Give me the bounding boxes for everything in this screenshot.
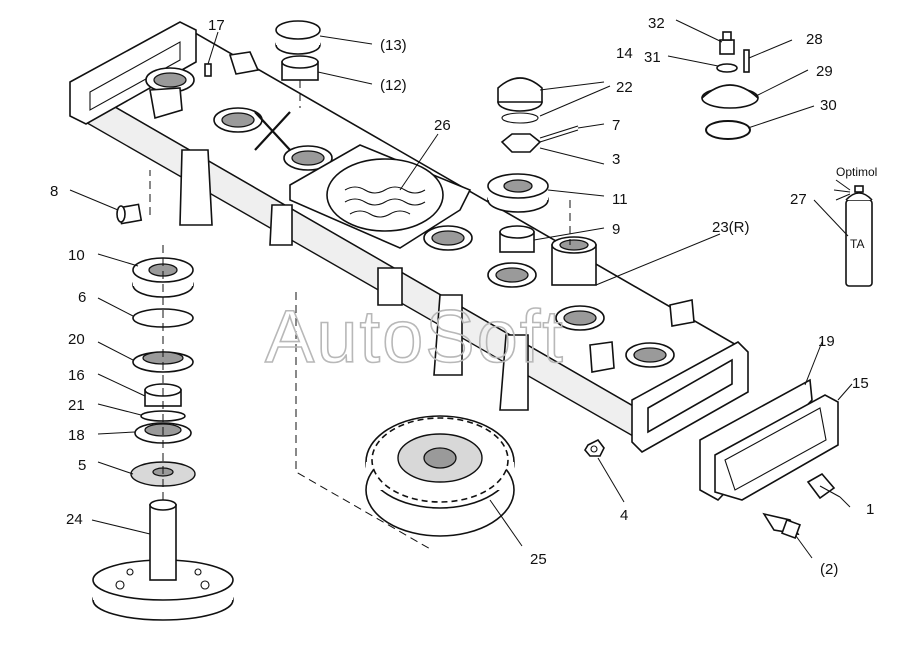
- washer-31: [716, 63, 738, 73]
- bushing-8: [116, 203, 143, 225]
- bolt-1: [806, 472, 841, 500]
- cover-plate-15: [699, 378, 839, 502]
- spray-can-27: [833, 179, 873, 287]
- label-10: 10: [68, 247, 85, 264]
- label-3: 3: [612, 151, 620, 168]
- bearing-11: [487, 173, 549, 213]
- shaft-24: [92, 499, 234, 621]
- label-11: 11: [612, 191, 628, 208]
- label-9: 9: [612, 221, 620, 238]
- label-31: 31: [644, 49, 661, 66]
- label-32: 32: [648, 15, 665, 32]
- castle-nut-3: [500, 133, 542, 153]
- watermark: AutoSoft: [265, 295, 565, 378]
- label-13: (13): [380, 37, 407, 54]
- gear-25: [365, 415, 515, 537]
- cap-14: [497, 77, 543, 112]
- label-14: 14: [616, 45, 633, 62]
- label-24: 24: [66, 511, 83, 528]
- plug-29: [701, 84, 759, 109]
- label-25: 25: [530, 551, 547, 568]
- label-19: 19: [818, 333, 835, 350]
- label-7: 7: [612, 117, 620, 134]
- label-22: 22: [616, 79, 633, 96]
- label-5: 5: [78, 457, 86, 474]
- label-2: (2): [820, 561, 838, 578]
- label-1: 1: [866, 501, 874, 518]
- label-16: 16: [68, 367, 85, 384]
- spray-can-text: TA: [850, 237, 864, 251]
- bushing-9: [499, 225, 535, 253]
- label-20: 20: [68, 331, 85, 348]
- label-4: 4: [620, 507, 628, 524]
- sleeve-12: [281, 55, 319, 81]
- label-12: (12): [380, 77, 407, 94]
- pin-28: [743, 49, 750, 73]
- sleeve-23: [551, 236, 597, 286]
- o-ring-30: [705, 120, 751, 140]
- assembly-line-a: [295, 292, 433, 551]
- bolt-2: [762, 512, 801, 539]
- label-21: 21: [68, 397, 85, 414]
- cap-13: [275, 20, 321, 55]
- cotter-pin-7: [539, 125, 579, 143]
- label-18: 18: [68, 427, 85, 444]
- label-15: 15: [852, 375, 869, 392]
- spray-brand-label: Optimol: [836, 165, 877, 179]
- breather-32: [719, 31, 735, 55]
- label-8: 8: [50, 183, 58, 200]
- label-27: 27: [790, 191, 807, 208]
- nut-4: [584, 438, 605, 457]
- leader-lines: [69, 19, 853, 559]
- pin-17: [204, 63, 212, 77]
- label-6: 6: [78, 289, 86, 306]
- gearbox-housing: [69, 21, 749, 453]
- ring-22: [501, 112, 539, 124]
- part-labels: 1 (2) 3 4 5 6 7 8 9 10 11 (12) (13) 14 1…: [50, 15, 877, 578]
- label-26: 26: [434, 117, 451, 134]
- label-30: 30: [820, 97, 837, 114]
- label-29: 29: [816, 63, 833, 80]
- label-23: 23(R): [712, 219, 750, 236]
- label-28: 28: [806, 31, 823, 48]
- label-17: 17: [208, 17, 225, 34]
